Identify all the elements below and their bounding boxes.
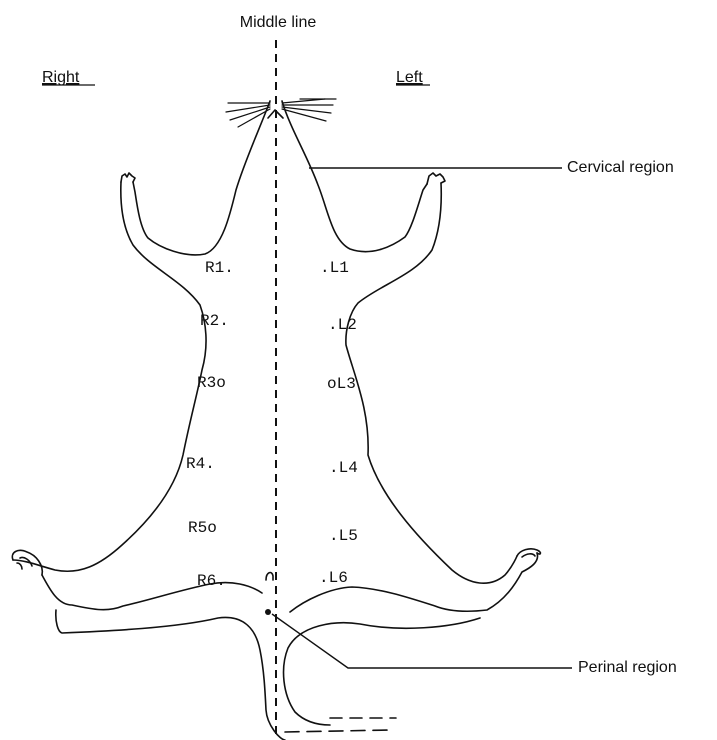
right-hindleg <box>56 610 285 740</box>
perinal-leader <box>272 614 572 668</box>
point-l1: .L1 <box>320 259 349 277</box>
point-r5: R5o <box>188 519 217 537</box>
left-side-label: Left <box>396 69 423 86</box>
point-l4: .L4 <box>329 459 358 477</box>
point-l3: oL3 <box>327 375 356 393</box>
perinal-dot <box>265 609 271 615</box>
whiskers <box>226 99 336 127</box>
body-outline-left <box>282 101 538 612</box>
point-l5: .L5 <box>329 527 358 545</box>
point-r1: R1. <box>205 259 234 277</box>
point-r3: R3o <box>197 374 226 392</box>
tail-lower-dashes <box>285 730 390 732</box>
point-l6: .L6 <box>319 569 348 587</box>
point-r6: R6. <box>197 572 226 590</box>
perinal-region-label: Perinal region <box>578 659 677 676</box>
genital-mark <box>266 573 273 580</box>
cervical-region-label: Cervical region <box>567 159 674 176</box>
left-hindleg <box>284 618 480 725</box>
body-outline-right <box>13 101 270 610</box>
right-side-label: Right <box>42 69 80 86</box>
point-r2: R2. <box>200 312 229 330</box>
right-forepaw <box>121 173 135 182</box>
point-r4: R4. <box>186 455 215 473</box>
point-l2: .L2 <box>328 316 357 334</box>
middle-line-label: Middle line <box>240 14 317 31</box>
left-forepaw <box>427 173 445 184</box>
